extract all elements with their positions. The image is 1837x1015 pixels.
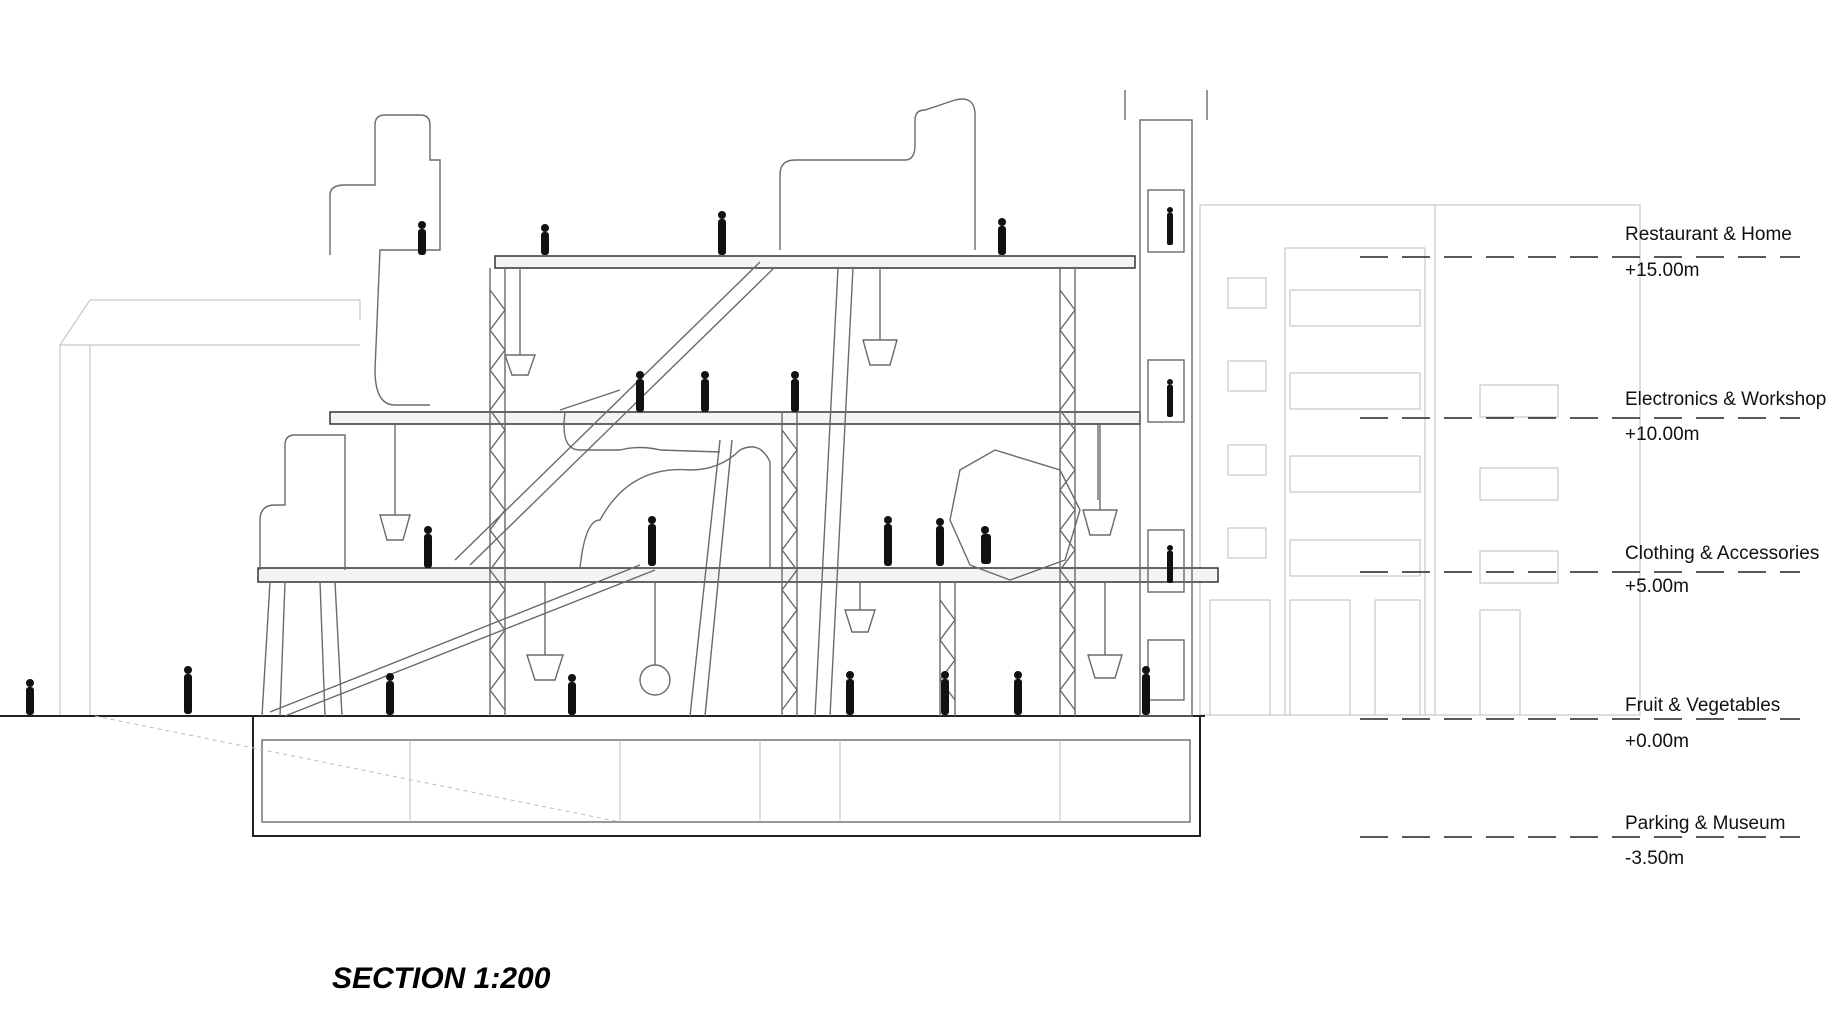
- level-elevation-clothing: +5.00m: [1625, 576, 1689, 597]
- level-name-clothing: Clothing & Accessories: [1625, 543, 1819, 564]
- level-name-restaurant: Restaurant & Home: [1625, 224, 1792, 245]
- drawing-title: SECTION 1:200: [332, 962, 551, 995]
- underground-parking: [94, 715, 1201, 837]
- level-labels: Restaurant & Home +15.00m Electronics & …: [1625, 224, 1826, 869]
- level-lines: [1360, 256, 1800, 838]
- people-silhouettes: [26, 207, 1173, 715]
- hanging-fixtures: [379, 268, 1123, 696]
- enclosure-pods: [259, 98, 1081, 581]
- level-elevation-fruit: +0.00m: [1625, 731, 1689, 752]
- lattice-columns: [261, 267, 1076, 717]
- level-name-parking: Parking & Museum: [1625, 813, 1786, 834]
- level-name-electronics: Electronics & Workshop: [1625, 389, 1826, 410]
- elevator-tower: [1124, 90, 1208, 717]
- escalators: [269, 261, 776, 717]
- level-elevation-parking: -3.50m: [1625, 848, 1684, 869]
- adjacent-apartment-building: [1199, 204, 1641, 716]
- floor-slabs: [257, 255, 1219, 583]
- level-elevation-electronics: +10.00m: [1625, 424, 1699, 445]
- background-buildings: [59, 299, 361, 715]
- level-elevation-restaurant: +15.00m: [1625, 260, 1699, 281]
- level-name-fruit: Fruit & Vegetables: [1625, 695, 1780, 716]
